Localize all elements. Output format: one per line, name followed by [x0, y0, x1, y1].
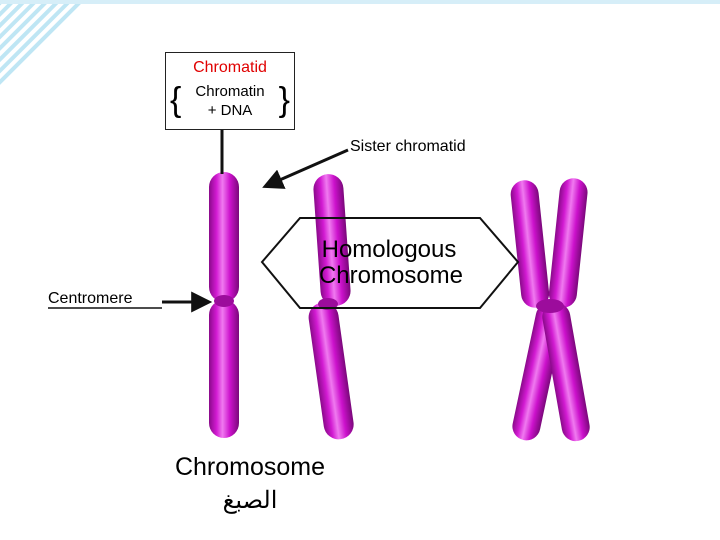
chromosome-homologous [308, 174, 354, 440]
homologous-label-line1: Homologous [321, 236, 457, 263]
homologous-callout-shape [260, 217, 520, 309]
chromatid-title: Chromatid [193, 59, 267, 76]
sister-chromatid-arrow [262, 148, 349, 189]
chromosome-lower-arm [209, 300, 239, 438]
homologous-label-line2: Chromosome [318, 262, 464, 289]
chromatid-callout-box: Chromatid { } Chromatin + DNA [165, 52, 295, 130]
homologous-upper-arm [313, 174, 351, 306]
centromere-label: Centromere [48, 290, 133, 307]
chromatin-label: Chromatin [195, 83, 265, 100]
chromosome-arabic-label: الصبغ [222, 486, 278, 514]
corner-decoration-icon [0, 0, 720, 90]
chromosome-duplicated [510, 178, 590, 442]
right-brace: } [278, 81, 290, 119]
chromosome-label: Chromosome [174, 453, 326, 481]
sister-chromatid-left-upper [510, 180, 550, 308]
left-brace: { [170, 81, 182, 119]
duplicated-centromere [536, 299, 564, 313]
dna-label: + DNA [207, 102, 253, 119]
homologous-lower-arm [308, 302, 354, 440]
centromere [214, 295, 234, 307]
sister-chromatid-right-upper [548, 178, 588, 308]
chromosome-upper-arm [209, 172, 239, 302]
sister-chromatid-label: Sister chromatid [350, 138, 466, 155]
sister-chromatid-right-lower [542, 302, 590, 442]
chromosome-single [209, 172, 239, 438]
